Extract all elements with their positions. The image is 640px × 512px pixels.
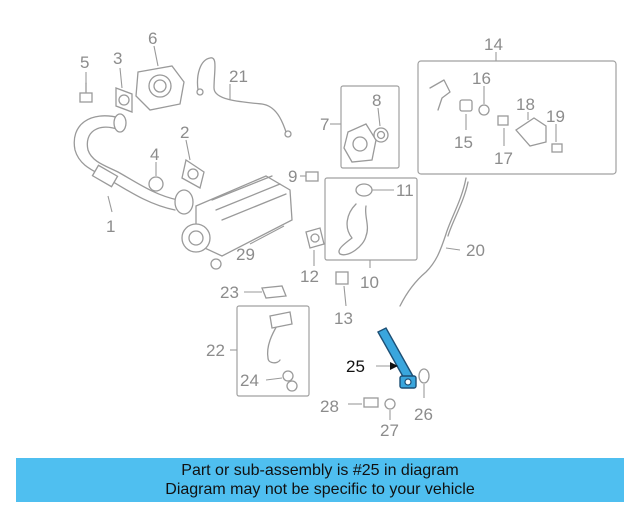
gasket-part-3	[115, 87, 133, 113]
callout-15: 15	[454, 133, 473, 152]
callout-5: 5	[80, 53, 89, 72]
callout-24: 24	[240, 371, 259, 390]
callout-16: 16	[472, 69, 491, 88]
bolt-part-19	[551, 143, 563, 153]
tube-part-21	[196, 57, 292, 138]
callout-2: 2	[180, 123, 189, 142]
banner-line-2: Diagram may not be specific to your vehi…	[165, 481, 475, 498]
callout-12: 12	[300, 267, 319, 286]
group-box-22	[236, 305, 310, 397]
group-box-7	[340, 85, 400, 169]
callout-21: 21	[229, 67, 248, 86]
egr-valve-part-6	[135, 65, 185, 111]
callout-6: 6	[148, 29, 157, 48]
callout-18: 18	[516, 95, 535, 114]
washer-part-27	[384, 398, 396, 410]
callout-3: 3	[113, 49, 122, 68]
hose-part-10	[338, 203, 369, 256]
callout-20: 20	[466, 241, 485, 260]
gasket-part-2	[181, 158, 205, 189]
callout-8: 8	[372, 91, 381, 110]
highlighted-part-25[interactable]	[377, 327, 417, 389]
callout-22: 22	[206, 341, 225, 360]
callout-9: 9	[288, 167, 297, 186]
egr-pipe-part-1	[73, 113, 194, 215]
callout-7: 7	[320, 115, 329, 134]
oring-part-26	[418, 368, 430, 384]
fitting-part-13	[335, 271, 349, 285]
callout-1: 1	[106, 217, 115, 236]
plug-part-4	[148, 176, 164, 192]
banner-line-1: Part or sub-assembly is #25 in diagram	[181, 462, 459, 479]
bolt-part-5	[79, 82, 93, 103]
clip-part-15	[459, 99, 473, 112]
group-box-10	[324, 177, 418, 261]
sensor-part-18	[515, 117, 547, 147]
arrow-part-25	[390, 362, 398, 370]
callout-26: 26	[414, 405, 433, 424]
callout-17: 17	[494, 149, 513, 168]
pipe-part-22	[266, 311, 293, 364]
callout-10: 10	[360, 273, 379, 292]
callout-13: 13	[334, 309, 353, 328]
callout-11: 11	[396, 181, 414, 200]
line-part-20	[399, 177, 469, 307]
cap-part-11	[355, 183, 373, 197]
bolt-part-28	[363, 397, 379, 408]
callout-4: 4	[150, 145, 159, 164]
callout-14: 14	[484, 35, 503, 54]
gasket-part-23	[261, 285, 287, 299]
part-info-banner: Part or sub-assembly is #25 in diagram D…	[16, 458, 624, 502]
gasket-part-12	[305, 227, 325, 249]
leader-lines	[85, 45, 557, 420]
housing-part-7	[343, 123, 377, 163]
bolt-part-16	[478, 104, 490, 116]
egr-cooler-part-29	[181, 175, 293, 270]
callout-23: 23	[220, 283, 239, 302]
callout-25: 25	[346, 357, 365, 376]
oring-part-24	[282, 370, 298, 392]
clip-part-17	[497, 115, 509, 126]
callout-29: 29	[236, 245, 255, 264]
group-box-14	[417, 60, 617, 175]
callout-19: 19	[546, 107, 565, 126]
hose-part-14	[429, 79, 451, 111]
callout-27: 27	[380, 421, 399, 440]
bolt-part-9	[305, 171, 319, 182]
seal-part-8	[373, 127, 389, 143]
callout-28: 28	[320, 397, 339, 416]
